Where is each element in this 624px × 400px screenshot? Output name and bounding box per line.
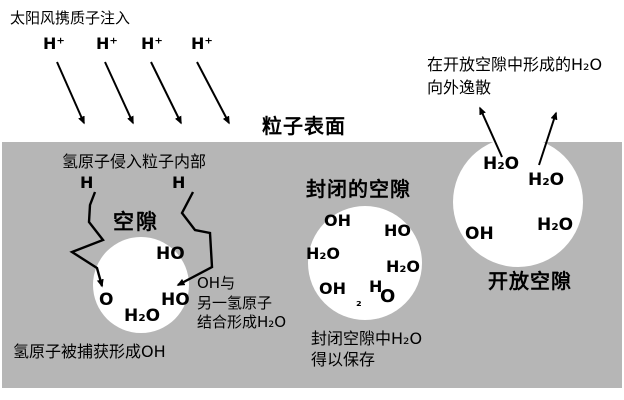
molecule-label: H₂O <box>306 244 340 263</box>
hydrogen-path-zigzags <box>69 191 214 288</box>
proton-arrow <box>56 61 85 125</box>
oh-combine-note-line2: 另一氢原子 <box>197 294 273 312</box>
molecule-label: OH <box>319 279 346 298</box>
proton-label: H⁺ <box>43 34 65 53</box>
closed-void-circle <box>308 206 422 320</box>
escape-arrow-right <box>538 111 558 166</box>
open-void-circle <box>453 137 583 267</box>
molecule-label: ₂ <box>356 295 362 310</box>
molecule-label: OH <box>324 211 351 230</box>
molecule-label: H <box>369 277 383 296</box>
escape-note-line1: 在开放空隙中形成的H₂O <box>427 55 603 74</box>
closed-void-caption-line1: 封闭空隙中H₂O <box>311 329 423 348</box>
proton-arrow <box>104 61 134 125</box>
molecule-label: HO <box>161 290 190 310</box>
molecule-label: O <box>380 286 396 307</box>
proton-arrow <box>150 61 182 125</box>
void-circle <box>93 237 189 333</box>
capture-caption: 氢原子被捕获形成OH <box>13 342 166 361</box>
zigzag-path-right <box>176 191 214 287</box>
oh-combine-note-line1: OH与 <box>197 274 236 292</box>
proton-arrow <box>196 61 230 125</box>
closed-void-caption-line2: 得以保存 <box>311 350 376 369</box>
molecule-label: OH <box>465 224 494 244</box>
solar-wind-title: 太阳风携质子注入 <box>10 9 131 27</box>
open-void-label: 开放空隙 <box>488 269 572 293</box>
proton-label: H⁺ <box>96 34 118 53</box>
proton-injection-arrows <box>56 61 230 125</box>
void-label: 空隙 <box>113 210 159 234</box>
molecule-label: H₂O <box>124 306 161 326</box>
oh-combine-note-line3: 结合形成H₂O <box>197 313 287 331</box>
molecule-label: H₂O <box>386 257 420 276</box>
escape-note-line2: 向外逸散 <box>427 78 492 97</box>
escape-arrow-left <box>479 106 503 158</box>
molecule-label: H₂O <box>483 154 520 174</box>
escape-arrows <box>479 106 558 166</box>
molecule-label: O <box>99 290 114 310</box>
molecule-label: H₂O <box>528 170 565 190</box>
hydrogen-atom-label: H <box>80 173 94 192</box>
closed-void-label: 封闭的空隙 <box>306 177 411 201</box>
hydrogen-atom-label: H <box>172 173 186 192</box>
implant-note: 氢原子侵入粒子内部 <box>62 152 207 171</box>
molecule-label: HO <box>384 221 411 240</box>
molecule-label: H₂O <box>537 215 574 235</box>
molecule-label: HO <box>156 244 185 264</box>
proton-label: H⁺ <box>141 34 163 53</box>
particle-surface-label: 粒子表面 <box>262 114 346 138</box>
proton-label: H⁺ <box>191 34 213 53</box>
zigzag-path-left <box>69 191 105 288</box>
